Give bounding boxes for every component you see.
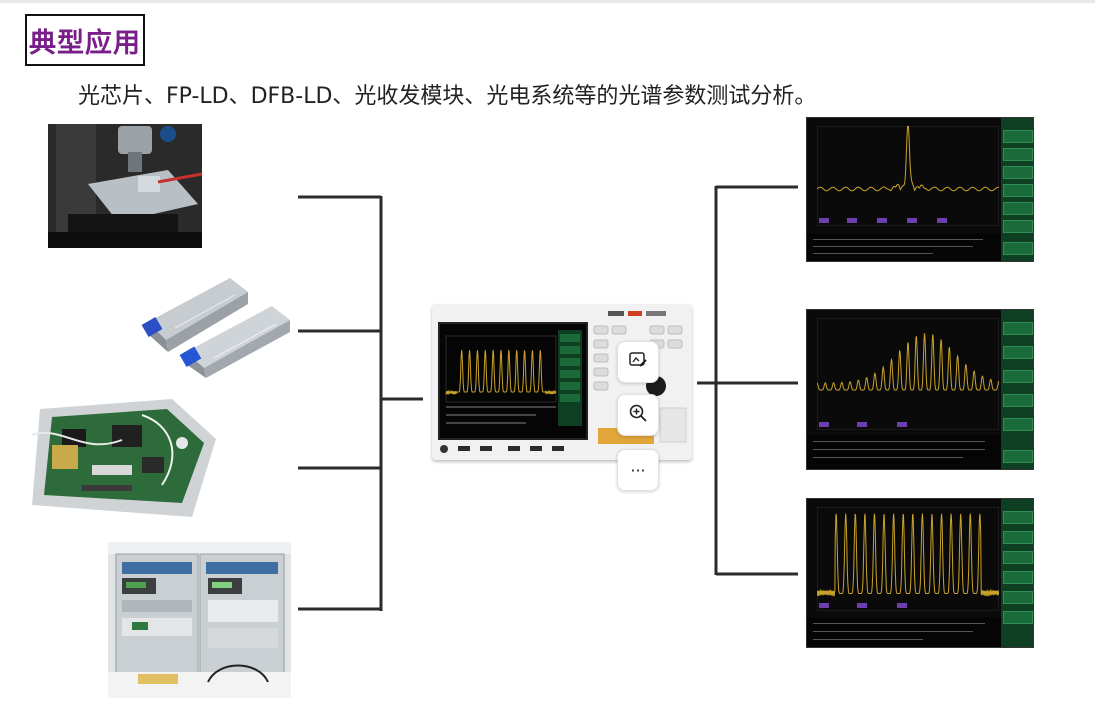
more-options-icon: ···: [630, 460, 646, 480]
measurement-info: [807, 233, 1001, 261]
top-divider: [0, 0, 1095, 3]
test-rack-photo: [108, 542, 291, 698]
chip-test-photo: [48, 124, 202, 248]
instrument-screen: [438, 322, 588, 440]
spectrum-result-screen-2: [806, 309, 1034, 470]
softkey-panel: [1001, 499, 1033, 647]
instrument-brand-logo: [608, 310, 668, 320]
image-toolbar: ···: [617, 341, 659, 491]
softkey-panel: [1001, 118, 1033, 261]
measurement-info: [807, 617, 1001, 647]
zoom-in-icon: [628, 403, 648, 427]
subtitle: 光芯片、FP-LD、DFB-LD、光收发模块、光电系统等的光谱参数测试分析。: [78, 84, 817, 109]
spectrum-result-screen-3: [806, 498, 1034, 648]
spectrum-result-screen-1: [806, 117, 1034, 262]
measurement-info: [807, 435, 1001, 469]
section-title: 典型应用: [25, 14, 145, 66]
zoom-in-button[interactable]: [617, 394, 659, 436]
edit-image-icon: [628, 350, 648, 374]
softkey-panel: [1001, 310, 1033, 469]
more-options-button[interactable]: ···: [617, 449, 659, 491]
sfp-modules-photo: [130, 270, 295, 380]
circuit-board-photo: [22, 395, 222, 520]
edit-image-button[interactable]: [617, 341, 659, 383]
